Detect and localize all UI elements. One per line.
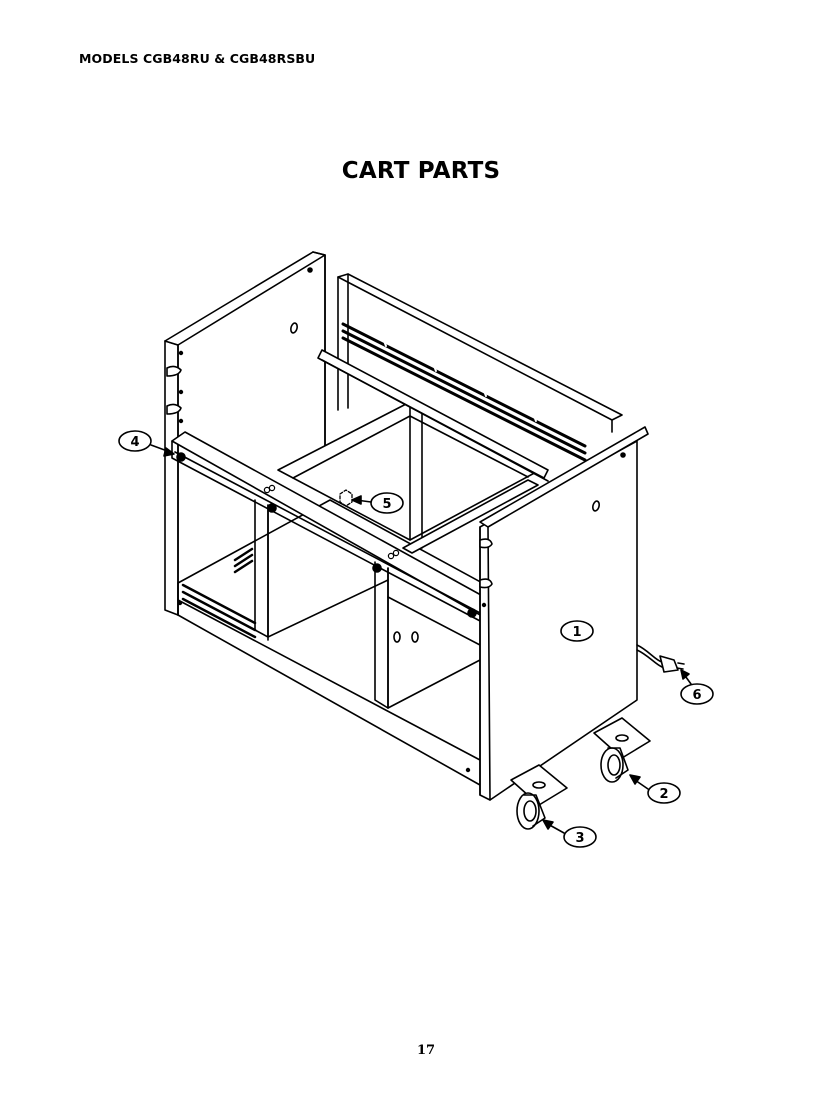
callout-1-number: 1 (572, 625, 581, 640)
right-side-panel (479, 426, 649, 801)
callout-6: 6 (680, 669, 714, 705)
callout-2-number: 2 (659, 787, 668, 802)
callout-3: 3 (542, 819, 597, 848)
back-panel (337, 273, 623, 462)
callout-6-number: 6 (692, 688, 701, 703)
callout-3-number: 3 (575, 831, 584, 846)
callout-4-number: 4 (130, 435, 139, 450)
hidden-fastener-outline (339, 489, 353, 507)
page-number: 17 (416, 1043, 436, 1058)
arrow-icon (351, 495, 362, 505)
arrow-icon (542, 819, 554, 830)
callout-2: 2 (629, 774, 681, 804)
callout-5-number: 5 (382, 497, 391, 512)
page-title: CART PARTS (341, 158, 501, 184)
caster-rear (593, 717, 651, 783)
caster-front (510, 764, 568, 830)
cart-base (177, 499, 566, 786)
callout-1: 1 (560, 620, 594, 642)
models-header: MODELS CGB48RU & CGB48RSBU (79, 51, 316, 66)
arrow-icon (163, 447, 175, 457)
callout-5: 5 (351, 492, 404, 514)
callout-4: 4 (118, 430, 175, 457)
arrow-icon (629, 774, 641, 785)
arrow-icon (680, 669, 690, 680)
interior-frame (254, 349, 549, 709)
power-cord (636, 644, 685, 673)
